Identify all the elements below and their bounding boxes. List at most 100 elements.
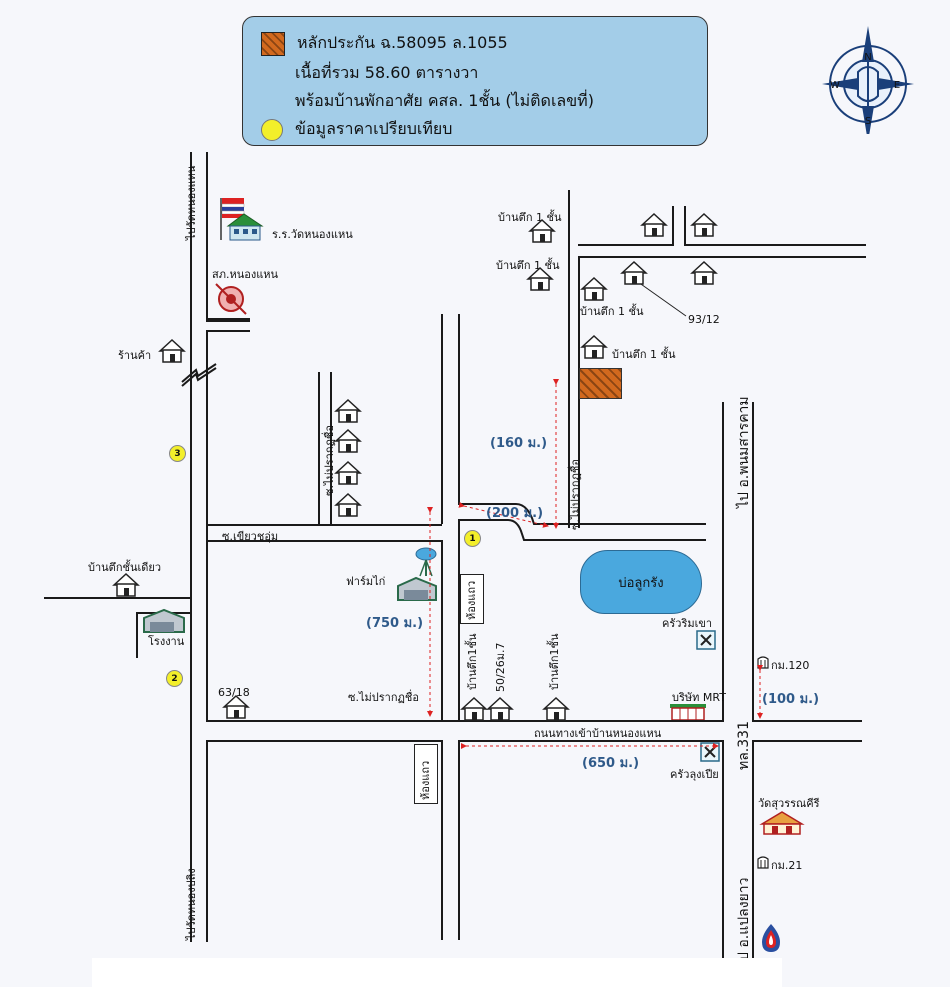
road-line: [441, 314, 443, 524]
km-marker-icon: [757, 856, 769, 869]
compass-e: E: [894, 80, 900, 91]
road-label-mai-prak-chue-2: ซ.ไม่ปรากฏชื่อ: [348, 691, 419, 704]
house-icon: [334, 492, 362, 517]
restaurant-icon: [696, 630, 716, 650]
legend-house-row: พร้อมบ้านพักอาศัย คสล. 1ชั้น (ไม่ติดเลขท…: [295, 89, 594, 114]
road-line: [578, 256, 866, 258]
road-line: [190, 152, 192, 942]
road-label-kiao-cha-um: ซ.เขียวชอุ่ม: [222, 530, 279, 543]
pond-label: บ่อลูกรัง: [618, 575, 664, 591]
plot-swatch-icon: [261, 31, 285, 56]
road-line: [206, 330, 250, 332]
road-line: [206, 740, 208, 942]
map-legend: หลักประกัน ฉ.58095 ล.1055 เนื้อที่รวม 58…: [242, 16, 708, 146]
road-line: [752, 402, 754, 720]
house-icon: [158, 338, 186, 363]
legend-area-row: เนื้อที่รวม 58.60 ตารางวา: [295, 61, 478, 86]
distance-750: (750 ม.): [366, 616, 424, 631]
road-line: [752, 740, 862, 742]
road-line: [752, 720, 862, 722]
road-line: [458, 520, 460, 722]
house-icon: [486, 696, 514, 721]
place-label-bt1-d: บ้านตึก 1 ชั้น: [612, 348, 676, 361]
road-line: [684, 244, 866, 246]
legend-comparison-label: ข้อมูลราคาเปรียบเทียบ: [295, 119, 453, 138]
road-line: [206, 318, 250, 320]
road-line: [206, 152, 208, 320]
collateral-parcel: [579, 368, 622, 399]
place-label-shop: ร้านค้า: [118, 349, 152, 362]
school-icon: [220, 198, 264, 241]
temple-icon: [759, 811, 805, 835]
house-icon: [620, 260, 648, 285]
road-line: [206, 524, 442, 526]
place-label-temple: วัดสุวรรณคีรี: [758, 797, 820, 810]
legend-plot-row: หลักประกัน ฉ.58095 ล.1055: [261, 31, 508, 56]
distance-160: (160 ม.): [490, 436, 548, 451]
legend-comparison-row: ข้อมูลราคาเปรียบเทียบ: [261, 117, 452, 142]
house-icon: [690, 260, 718, 285]
place-label-mrt-company: บริษัท MRT: [672, 691, 726, 704]
comparison-marker-2: 2: [166, 670, 183, 687]
place-label-school: ร.ร.วัดหนองแหน: [272, 228, 353, 241]
place-label-bt1-b: บ้านตึก 1 ชั้น: [496, 259, 560, 272]
compass-rose-icon: N E S W: [822, 26, 914, 134]
legend-plot-label: หลักประกัน ฉ.58095 ล.1055: [297, 33, 508, 52]
house-icon: [334, 428, 362, 453]
comparison-marker-3: 3: [169, 445, 186, 462]
compass-s: S: [865, 116, 871, 127]
leader-line: [637, 281, 687, 317]
place-label-restaurant-lung-pia: ครัวลุงเปีย: [670, 768, 719, 781]
road-line: [318, 372, 320, 524]
house-icon: [460, 696, 488, 721]
house-icon: [526, 266, 554, 291]
road-line: [206, 320, 250, 322]
shophouse-box: [414, 744, 438, 804]
road-line: [458, 314, 460, 504]
road-line: [568, 190, 570, 528]
place-label-93-12: 93/12: [688, 313, 720, 326]
place-label-bt1-a: บ้านตึก 1 ชั้น: [498, 211, 562, 224]
legend-house-label: พร้อมบ้านพักอาศัย คสล. 1ชั้น (ไม่ติดเลขท…: [295, 91, 594, 110]
place-label-factory: โรงงาน: [148, 635, 185, 648]
legend-area-label: เนื้อที่รวม 58.60 ตารางวา: [295, 63, 479, 82]
distance-100: (100 ม.): [762, 692, 820, 707]
road-line: [206, 740, 442, 742]
place-label-km120: กม.120: [771, 659, 810, 672]
place-label-63-18: 63/18: [218, 686, 250, 699]
house-icon: [580, 276, 608, 301]
house-icon: [112, 572, 140, 597]
place-label-restaurant-rim-khao: ครัวริมเขา: [662, 617, 713, 630]
house-icon: [528, 218, 556, 243]
road-line: [684, 206, 686, 246]
footer-blank-panel: [92, 958, 782, 987]
road-line: [722, 740, 724, 970]
place-label-police: สภ.หนองแหน: [212, 268, 279, 281]
house-icon: [690, 212, 718, 237]
road-break-icon: [181, 363, 217, 387]
road-line: [458, 740, 460, 940]
place-label-chicken-farm: ฟาร์มไก่: [346, 575, 386, 588]
road-line: [136, 612, 138, 658]
comparison-marker-1: 1: [464, 530, 481, 547]
place-label-single-house: บ้านตึกชั้นเดียว: [88, 561, 161, 574]
compass-n: N: [864, 52, 871, 63]
house-icon: [580, 334, 608, 359]
police-station-icon: [215, 283, 247, 315]
house-icon: [542, 696, 570, 721]
road-line: [722, 402, 724, 720]
house-icon: [334, 398, 362, 423]
road-label-entrance: ถนนทางเข้าบ้านหนองแหน: [534, 727, 662, 740]
place-label-bt1-c: บ้านตึก 1 ชั้น: [580, 305, 644, 318]
road-line: [330, 372, 332, 524]
gas-station-icon: [762, 924, 780, 952]
road-line: [578, 244, 674, 246]
road-line: [44, 597, 190, 599]
place-label-km21: กม.21: [771, 859, 803, 872]
shophouse-box: [460, 574, 484, 624]
company-building-icon: [670, 704, 706, 720]
road-line: [206, 720, 724, 722]
road-line: [441, 540, 443, 722]
compass-w: W: [830, 80, 840, 91]
